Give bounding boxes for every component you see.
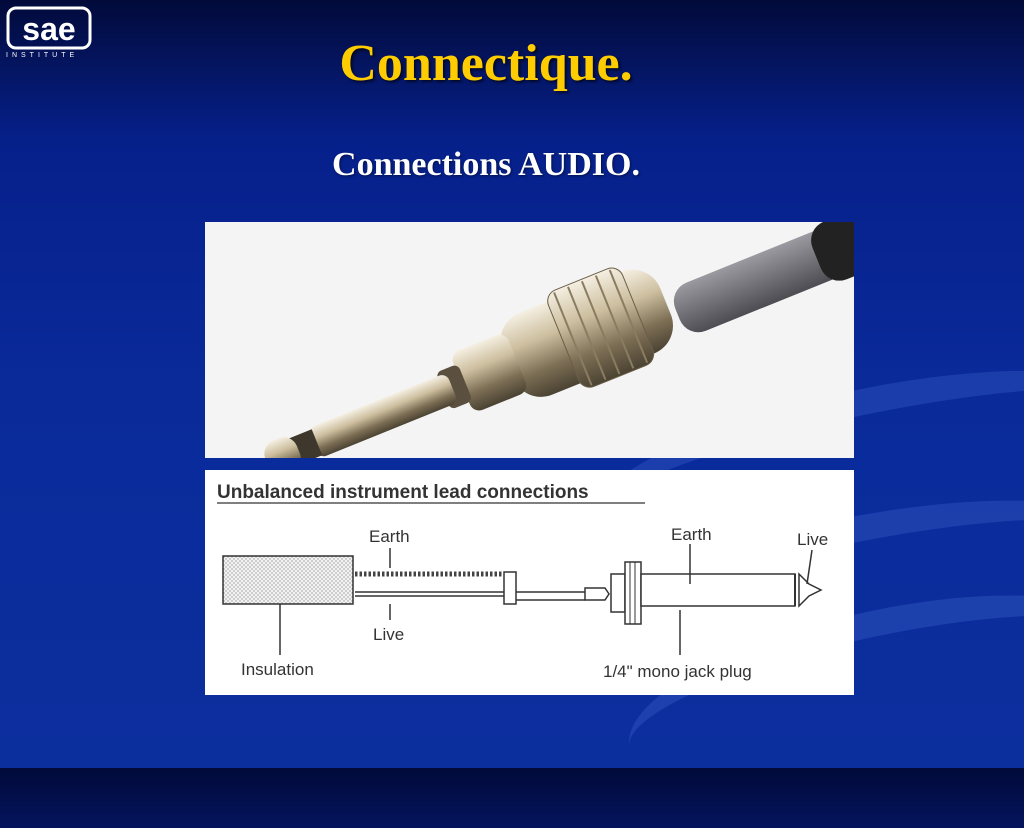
solder-tag [584, 587, 610, 601]
plug-collar [624, 561, 642, 625]
jack-plug-illustration [205, 222, 854, 458]
logo-subtext: INSTITUTE [6, 52, 79, 59]
label-jack-plug: 1/4" mono jack plug [603, 662, 752, 681]
plug-rear [610, 573, 626, 613]
wiring-diagram: Unbalanced instrument lead connections E… [205, 470, 854, 695]
label-live-cable: Live [373, 625, 404, 644]
cable-clamp [503, 571, 517, 605]
sae-logo: sae [6, 6, 92, 50]
wiring-diagram-svg: Unbalanced instrument lead connections E… [217, 482, 828, 681]
label-earth-plug: Earth [671, 525, 712, 544]
jack-plug-photo [205, 222, 854, 458]
slide-subtitle: Connections AUDIO. [332, 146, 640, 183]
label-earth-cable: Earth [369, 527, 410, 546]
plug-tip [798, 572, 823, 608]
diagram-heading: Unbalanced instrument lead connections [217, 482, 589, 503]
label-insulation: Insulation [241, 660, 314, 679]
logo-text: sae [22, 11, 75, 47]
label-live-plug: Live [797, 530, 828, 549]
insulation-block [222, 555, 354, 605]
plug-sleeve [640, 573, 796, 607]
slide-title: Connectique. [339, 35, 633, 92]
